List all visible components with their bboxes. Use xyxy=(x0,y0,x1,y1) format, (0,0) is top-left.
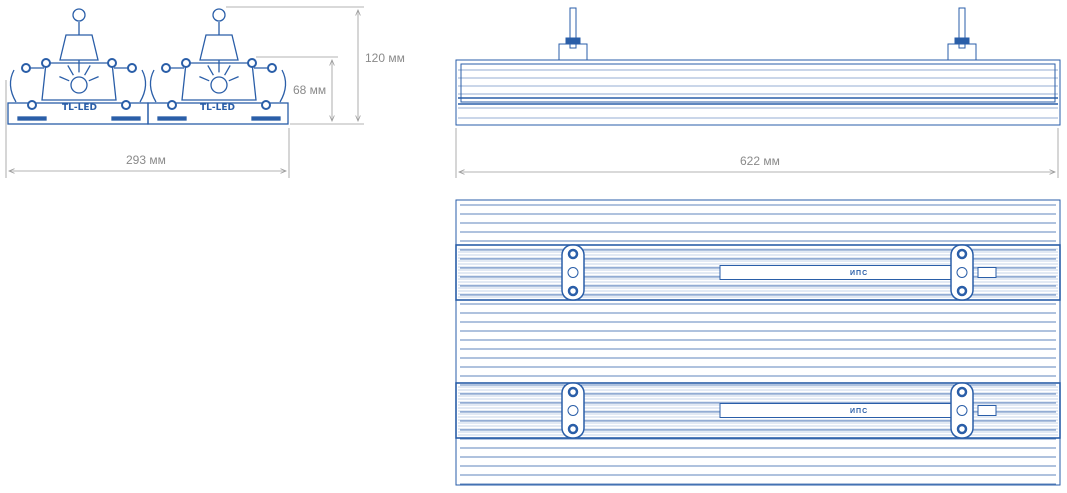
side-body xyxy=(455,59,1061,126)
screw-icon xyxy=(127,63,137,73)
mount-bracket xyxy=(561,244,585,301)
screw-icon xyxy=(956,423,968,435)
dimension-height-body: 68 мм xyxy=(293,83,326,97)
screw-icon xyxy=(121,100,131,110)
clamp-right xyxy=(279,69,287,103)
connector xyxy=(977,267,997,278)
screw-icon xyxy=(247,58,257,68)
slot xyxy=(111,116,141,121)
mount-bracket xyxy=(950,244,974,301)
ray xyxy=(59,76,70,82)
pivot-icon xyxy=(956,267,968,278)
eye-bolt-icon xyxy=(72,8,86,22)
mount-bracket xyxy=(561,382,585,439)
side-view xyxy=(455,7,1061,126)
dimension-width: 293 мм xyxy=(126,153,166,167)
clamp-left xyxy=(149,69,157,103)
screw-icon xyxy=(21,63,31,73)
profile-band-1 xyxy=(455,244,1061,301)
ray xyxy=(67,65,74,76)
profile-band-2 xyxy=(455,382,1061,439)
screw-icon xyxy=(567,423,579,435)
cap xyxy=(59,34,99,61)
screw-icon xyxy=(181,58,191,68)
side-frame xyxy=(460,63,1056,103)
ray xyxy=(88,76,99,82)
module-1 xyxy=(7,8,149,125)
screw-icon xyxy=(956,386,968,398)
connector xyxy=(977,405,997,416)
nut xyxy=(565,37,581,45)
mount-bracket xyxy=(950,382,974,439)
dimension-height-total: 120 мм xyxy=(365,51,405,65)
screw-icon xyxy=(161,63,171,73)
mount-bracket xyxy=(947,43,977,61)
module-2 xyxy=(147,8,289,125)
pivot-icon xyxy=(956,405,968,416)
screw-icon xyxy=(167,100,177,110)
screw-icon xyxy=(567,248,579,260)
screw-icon xyxy=(567,386,579,398)
ray xyxy=(224,65,231,76)
logo-text-2: TL-LED xyxy=(200,103,235,113)
led-icon xyxy=(70,76,88,94)
screw-icon xyxy=(956,248,968,260)
led-icon xyxy=(210,76,228,94)
dimension-length: 622 мм xyxy=(740,154,780,168)
housing xyxy=(181,62,257,101)
mount-bracket xyxy=(558,43,588,61)
ray xyxy=(84,65,91,76)
pivot-icon xyxy=(567,405,579,416)
driver-label-1: ИПС xyxy=(850,270,868,277)
driver-box xyxy=(719,403,957,418)
driver-label-2: ИПС xyxy=(850,408,868,415)
cap xyxy=(199,34,239,61)
slot xyxy=(251,116,281,121)
screw-icon xyxy=(107,58,117,68)
ray xyxy=(207,65,214,76)
hook-rod xyxy=(958,7,966,49)
slot xyxy=(17,116,47,121)
screw-icon xyxy=(261,100,271,110)
ray xyxy=(199,76,210,82)
screw-icon xyxy=(567,285,579,297)
eye-bolt-icon xyxy=(212,8,226,22)
screw-icon xyxy=(956,285,968,297)
logo-text-1: TL-LED xyxy=(62,103,97,113)
screw-icon xyxy=(27,100,37,110)
plan-view xyxy=(455,199,1061,486)
base-plate xyxy=(147,102,289,125)
nut xyxy=(954,37,970,45)
clamp-left xyxy=(9,69,17,103)
pivot-icon xyxy=(567,267,579,278)
plan-body xyxy=(455,199,1061,486)
ray xyxy=(228,76,239,82)
housing xyxy=(41,62,117,101)
hook-rod xyxy=(569,7,577,49)
driver-box xyxy=(719,265,957,280)
clamp-right xyxy=(139,69,147,103)
slot xyxy=(157,116,187,121)
screw-icon xyxy=(267,63,277,73)
screw-icon xyxy=(41,58,51,68)
front-view xyxy=(7,8,289,125)
dimension-lines-front xyxy=(5,6,1059,178)
